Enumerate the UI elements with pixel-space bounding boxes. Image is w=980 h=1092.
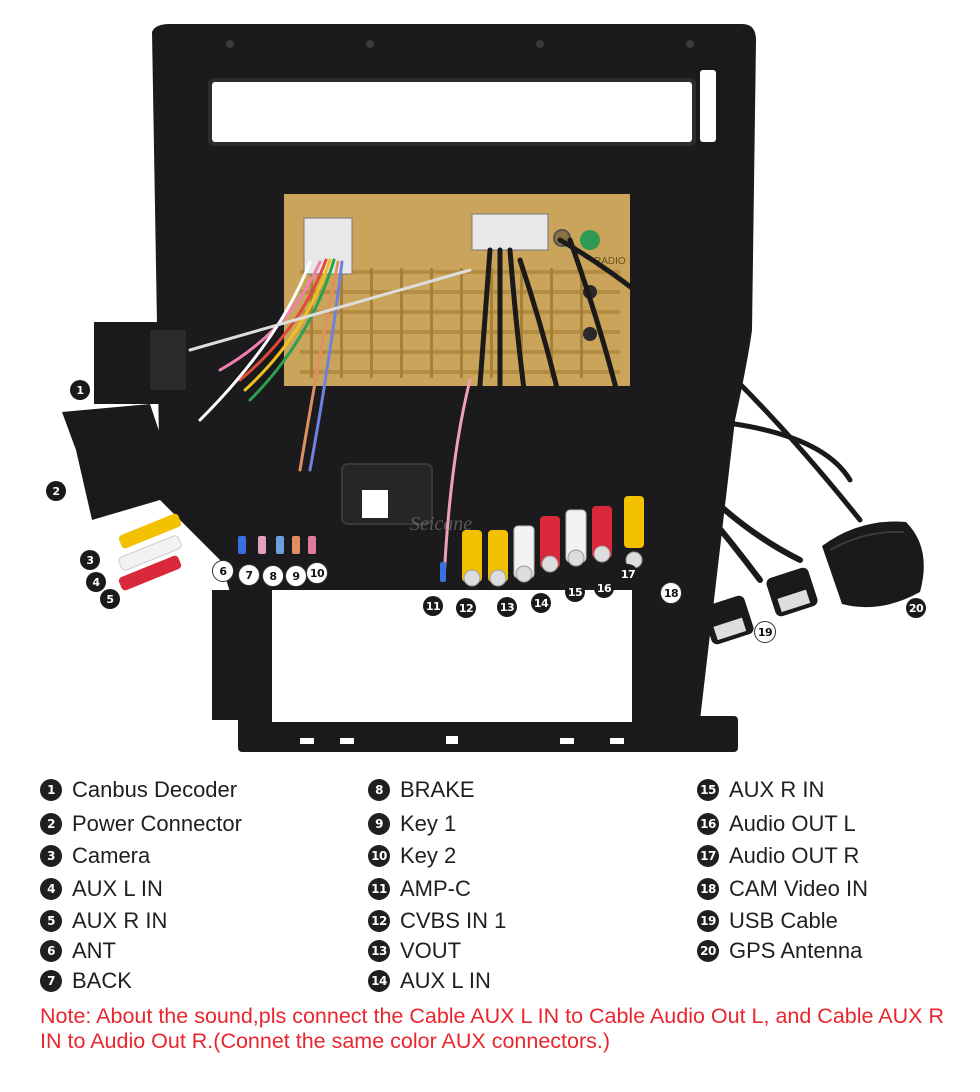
legend-badge: 9 (368, 813, 390, 835)
callout-7: 7 (238, 564, 260, 586)
callout-20: 20 (906, 598, 926, 618)
legend-badge: 5 (40, 910, 62, 932)
legend-item: 20 GPS Antenna (697, 937, 862, 965)
legend-item: 17 Audio OUT R (697, 842, 859, 870)
callout-2: 2 (46, 481, 66, 501)
legend-badge: 12 (368, 910, 390, 932)
callout-19: 19 (754, 621, 776, 643)
legend-badge: 10 (368, 845, 390, 867)
legend-badge: 8 (368, 779, 390, 801)
legend-badge: 17 (697, 845, 719, 867)
callout-12: 12 (456, 598, 476, 618)
legend-label: Canbus Decoder (72, 777, 238, 802)
callout-18: 18 (660, 582, 682, 604)
rca-left-group (118, 513, 182, 591)
legend-label: ANT (72, 938, 116, 963)
legend-item: 8 BRAKE (368, 776, 475, 804)
legend-item: 13 VOUT (368, 937, 461, 965)
legend-badge: 7 (40, 970, 62, 992)
callout-9: 9 (285, 565, 307, 587)
callout-1: 1 (70, 380, 90, 400)
legend-item: 18 CAM Video IN (697, 875, 868, 903)
legend-label: Key 2 (400, 843, 457, 868)
canbus-decoder (94, 322, 186, 404)
legend-item: 10 Key 2 (368, 842, 456, 870)
legend-badge: 3 (40, 845, 62, 867)
legend-label: AMP-C (400, 876, 471, 901)
legend-label: BACK (72, 968, 132, 993)
legend-label: VOUT (400, 938, 462, 963)
legend-item: 12 CVBS IN 1 (368, 907, 506, 935)
legend-item: 15 AUX R IN (697, 776, 824, 804)
callout-17: 17 (618, 564, 638, 584)
legend-label: AUX R IN (72, 908, 168, 933)
product-photo: RADIO (62, 24, 924, 752)
legend-item: 11 AMP-C (368, 875, 471, 903)
rca-right-group (462, 496, 644, 587)
callout-8: 8 (262, 565, 284, 587)
legend-item: 7 BACK (40, 967, 132, 995)
usb-cable (702, 567, 818, 645)
legend-item: 2 Power Connector (40, 810, 242, 838)
legend-label: AUX L IN (72, 876, 163, 901)
legend-badge: 6 (40, 940, 62, 962)
legend-label: Key 1 (400, 811, 457, 836)
callout-13: 13 (497, 597, 517, 617)
radio-unit: RADIO (284, 194, 630, 386)
power-connector (62, 404, 172, 520)
legend-badge: 19 (697, 910, 719, 932)
callout-14: 14 (531, 593, 551, 613)
callout-4: 4 (86, 572, 106, 592)
legend: 1 Canbus Decoder 2 Power Connector 3 Camera… (0, 776, 980, 996)
legend-item: 16 Audio OUT L (697, 810, 856, 838)
legend-item: 14 AUX L IN (368, 967, 491, 995)
sound-connection-note: Note: About the sound,pls connect the Ca… (40, 1004, 944, 1053)
legend-badge: 14 (368, 970, 390, 992)
callout-15: 15 (565, 582, 585, 602)
legend-badge: 16 (697, 813, 719, 835)
callout-10: 10 (306, 562, 328, 584)
legend-label: AUX R IN (729, 777, 825, 802)
legend-label: Camera (72, 843, 151, 868)
dash-frame (152, 24, 756, 752)
legend-label: AUX L IN (400, 968, 491, 993)
callout-6: 6 (212, 560, 234, 582)
legend-label: Audio OUT R (729, 843, 860, 868)
legend-badge: 15 (697, 779, 719, 801)
legend-badge: 11 (368, 878, 390, 900)
legend-item: 5 AUX R IN (40, 907, 167, 935)
legend-label: Audio OUT L (729, 811, 856, 836)
legend-label: CVBS IN 1 (400, 908, 507, 933)
callout-11: 11 (423, 596, 443, 616)
legend-label: BRAKE (400, 777, 475, 802)
wire-harness (187, 237, 863, 583)
legend-badge: 20 (697, 940, 719, 962)
legend-badge: 4 (40, 878, 62, 900)
legend-label: USB Cable (729, 908, 838, 933)
pin-ends (238, 536, 446, 582)
legend-label: GPS Antenna (729, 938, 863, 963)
callout-5: 5 (100, 589, 120, 609)
legend-item: 1 Canbus Decoder (40, 776, 237, 804)
legend-label: Power Connector (72, 811, 242, 836)
legend-label: CAM Video IN (729, 876, 868, 901)
legend-item: 3 Camera (40, 842, 150, 870)
legend-item: 19 USB Cable (697, 907, 838, 935)
legend-item: 4 AUX L IN (40, 875, 163, 903)
legend-badge: 13 (368, 940, 390, 962)
legend-item: 9 Key 1 (368, 810, 456, 838)
legend-badge: 18 (697, 878, 719, 900)
gps-antenna (822, 521, 924, 608)
legend-badge: 1 (40, 779, 62, 801)
legend-item: 6 ANT (40, 937, 116, 965)
callout-16: 16 (594, 578, 614, 598)
legend-badge: 2 (40, 813, 62, 835)
brand-watermark: Seicane (410, 513, 472, 535)
callout-3: 3 (80, 550, 100, 570)
radio-port-label: RADIO (594, 256, 626, 267)
